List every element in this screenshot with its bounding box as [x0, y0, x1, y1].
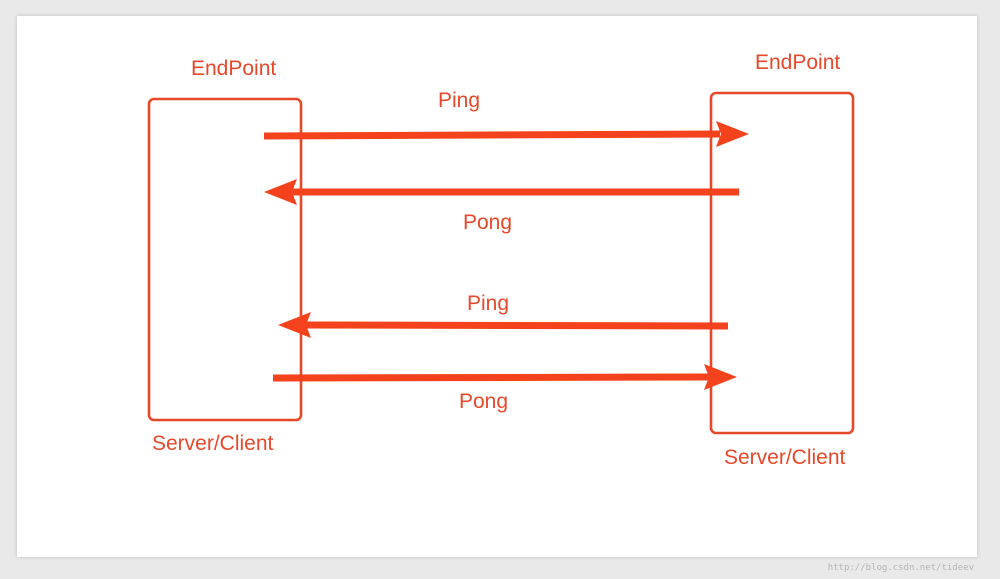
left-endpoint-role: Server/Client [152, 432, 274, 455]
left-endpoint-box [147, 97, 303, 422]
arrow-ping-left-to-right [263, 121, 749, 147]
right-endpoint-role: Server/Client [724, 446, 846, 469]
arrow-pong-left-to-right [272, 364, 737, 390]
left-endpoint-title: EndPoint [191, 57, 277, 80]
arrow-ping-right-to-left [278, 312, 729, 338]
arrow-pong-right-to-left [264, 179, 739, 205]
message-label-ping-2: Ping [467, 292, 510, 315]
watermark-text: http://blog.csdn.net/tideev [827, 563, 974, 573]
message-label-pong-1: Pong [463, 211, 513, 234]
message-label-ping-1: Ping [438, 89, 481, 112]
right-endpoint-title: EndPoint [755, 51, 841, 74]
right-endpoint-box [709, 91, 855, 435]
diagram-canvas [17, 16, 977, 557]
message-label-pong-2: Pong [459, 390, 509, 413]
